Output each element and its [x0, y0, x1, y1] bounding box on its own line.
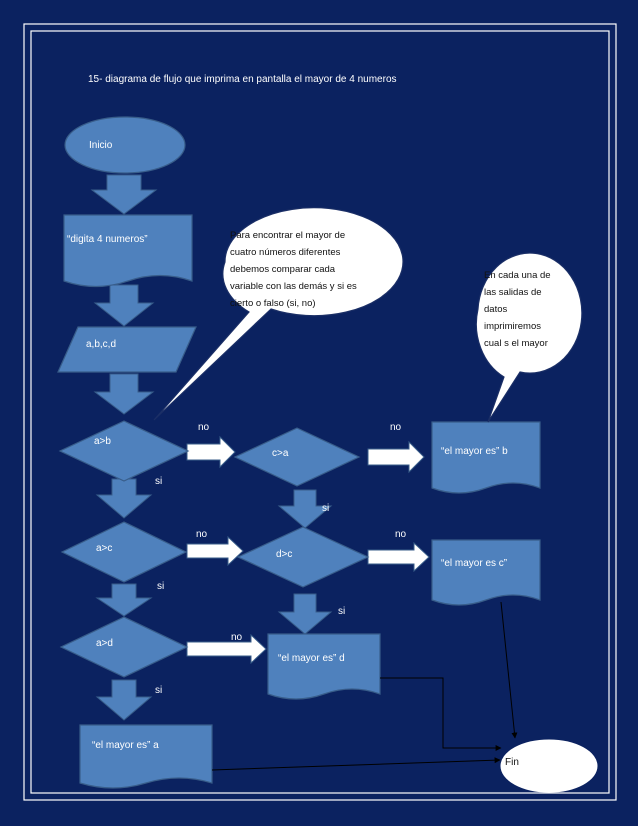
connector-outd-fin	[380, 677, 502, 751]
output-a-label: “el mayor es” a	[92, 740, 159, 751]
flow-arrow-ad-outd	[186, 633, 267, 665]
callout-left-line: cierto o falso (si, no)	[230, 298, 316, 309]
callout-right-bubble	[475, 252, 583, 423]
connector-outa-fin	[211, 757, 501, 771]
branch-label-si: si	[322, 503, 329, 514]
output-c-document	[431, 539, 541, 606]
callout-right-line: datos	[484, 304, 507, 315]
decision-ab-label: a>b	[94, 436, 111, 447]
callout-right-text: En cada una de las salidas de datos impr…	[484, 270, 553, 349]
output-c-label: “el mayor es c”	[441, 558, 507, 569]
decision-ad-label: a>d	[96, 638, 113, 649]
branch-label-no: no	[395, 529, 407, 540]
callout-left-line: cuatro números diferentes	[230, 247, 341, 258]
flow-arrow-ab-ca	[186, 435, 236, 469]
decision-dc	[236, 526, 370, 588]
decision-ac	[60, 521, 188, 583]
branch-label-no: no	[198, 422, 210, 433]
callout-left-line: debemos comparar cada	[230, 264, 336, 275]
flow-arrow-ab-ac	[95, 478, 153, 519]
branch-label-si: si	[155, 476, 162, 487]
decision-ab	[58, 420, 190, 482]
output-a-document	[79, 724, 213, 789]
decision-ca	[233, 427, 361, 487]
callout-right-line: las salidas de	[484, 287, 542, 298]
output-b-label: “el mayor es” b	[441, 446, 508, 457]
flow-arrow-vars-ab	[93, 373, 155, 415]
callout-right-line: cual s el mayor	[484, 338, 548, 349]
callout-left-line: Para encontrar el mayor de	[230, 230, 345, 241]
output-b-document	[431, 421, 541, 494]
flow-arrow-start-input	[90, 174, 158, 215]
decision-ad	[59, 616, 189, 678]
end-terminal	[500, 739, 598, 793]
page-title: 15- diagrama de flujo que imprima en pan…	[88, 74, 397, 85]
flow-arrow-dc-outd	[277, 593, 333, 635]
branch-label-no: no	[231, 632, 243, 643]
end-label: Fin	[505, 757, 519, 768]
branch-label-si: si	[157, 581, 164, 592]
flow-arrow-ad-outa	[95, 679, 153, 721]
callout-left-bubble	[153, 207, 404, 421]
flow-arrow-input-vars	[93, 284, 155, 327]
branch-label-si: si	[155, 685, 162, 696]
flow-arrow-ca-dc	[277, 489, 333, 529]
flow-arrow-ac-ad	[95, 583, 153, 617]
input-prompt-label: “digita 4 numeros”	[67, 234, 148, 245]
callout-right-line: imprimiremos	[484, 321, 541, 332]
decision-dc-label: d>c	[276, 549, 292, 560]
decision-ac-label: a>c	[96, 543, 112, 554]
callout-left-text: Para encontrar el mayor de cuatro número…	[230, 230, 359, 309]
branch-label-no: no	[196, 529, 208, 540]
input-vars-parallelogram	[57, 326, 197, 373]
start-terminal	[64, 116, 186, 174]
inner-border	[30, 30, 610, 794]
input-prompt-document	[63, 214, 193, 288]
output-d-label: “el mayor es” d	[278, 653, 345, 664]
flow-arrow-dc-outc	[367, 541, 430, 573]
flow-arrow-ca-outb	[367, 440, 425, 474]
connector-outc-fin	[500, 601, 518, 739]
branch-label-no: no	[390, 422, 402, 433]
branch-label-si: si	[338, 606, 345, 617]
start-label: Inicio	[89, 140, 113, 151]
callout-right-line: En cada una de	[484, 270, 551, 281]
output-d-document	[267, 633, 381, 700]
flow-arrow-ac-dc	[186, 535, 244, 567]
callout-left-line: variable con las demás y si es	[230, 281, 357, 292]
decision-ca-label: c>a	[272, 448, 289, 459]
outer-border	[23, 23, 617, 801]
input-vars-label: a,b,c,d	[86, 339, 116, 350]
